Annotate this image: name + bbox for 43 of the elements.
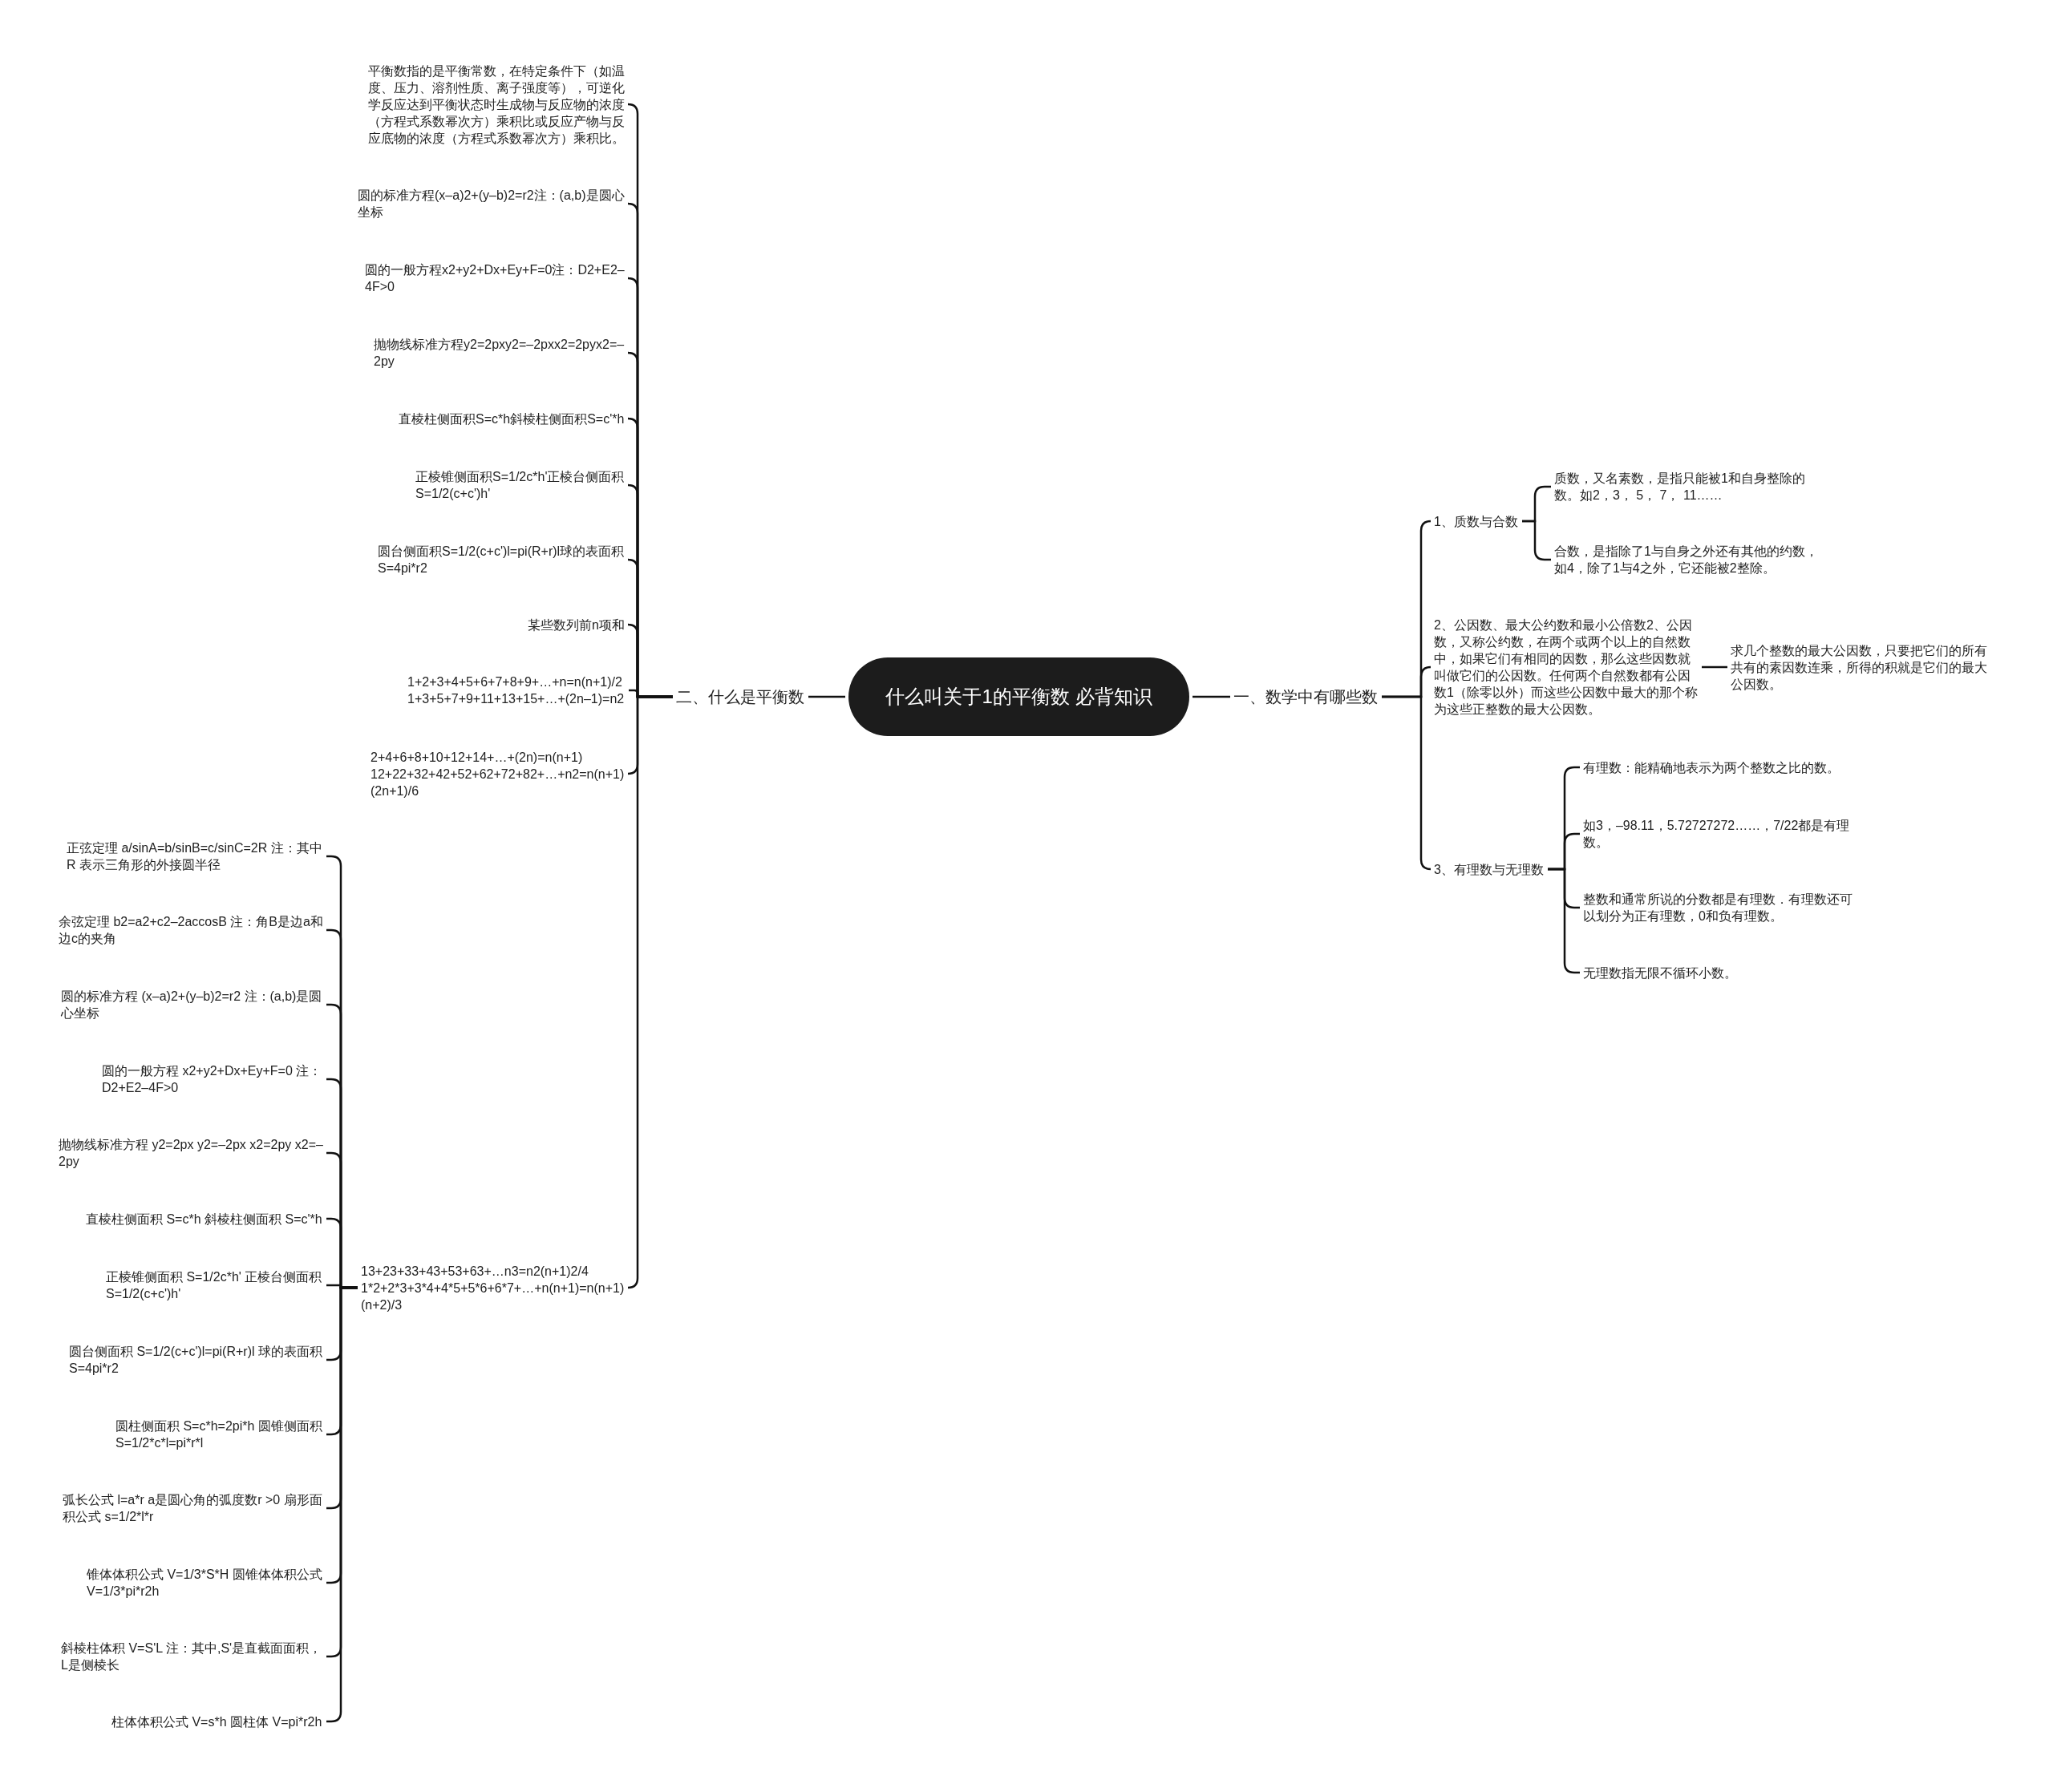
branch-line xyxy=(626,695,673,1289)
topic-text: 锥体体积公式 V=1/3*S*H 圆锥体体积公式 V=1/3*pi*r2h xyxy=(87,1566,323,1600)
topic-text: 抛物线标准方程 y2=2px y2=–2px x2=2py x2=–2py xyxy=(59,1136,323,1170)
branch-line xyxy=(1522,520,1551,561)
topic-text: 正弦定理 a/sinA=b/sinB=c/sinC=2R 注：其中 R 表示三角形的外接圆半径 xyxy=(67,839,323,873)
topic-text: 圆的标准方程 (x–a)2+(y–b)2=r2 注：(a,b)是圆心坐标 xyxy=(61,988,323,1021)
topic-text: 有理数：能精确地表示为两个整数之比的数。 xyxy=(1583,758,1840,776)
topic-text: 某些数列前n项和 xyxy=(528,616,626,633)
topic-text: 圆柱侧面积 S=c*h=2pi*h 圆锥侧面积 S=1/2*c*l=pi*r*l xyxy=(115,1418,323,1451)
topic-text: 如3，–98.11，5.72727272……，7/22都是有理数。 xyxy=(1583,817,1851,851)
branch-line xyxy=(808,695,845,698)
topic-text: 斜棱柱体积 V=S'L 注：其中,S'是直截面面积， L是侧棱长 xyxy=(61,1640,323,1673)
topic-text: 一、数学中有哪些数 xyxy=(1233,686,1379,707)
topic-text: 直棱柱侧面积S=c*h斜棱柱侧面积S=c'*h xyxy=(399,410,626,427)
topic-text: 2+4+6+8+10+12+14+…+(2n)=n(n+1) 12+22+32+42+52+62+72+82+…+n2=n(n+1)(2n+1)/6 xyxy=(371,748,626,799)
topic-text: 圆台侧面积 S=1/2(c+c')l=pi(R+r)l 球的表面积 S=4pi*r2 xyxy=(69,1343,323,1377)
topic-text: 弧长公式 l=a*r a是圆心角的弧度数r >0 扇形面积公式 s=1/2*l*r xyxy=(63,1491,323,1525)
branch-line xyxy=(1382,695,1432,871)
topic-text: 圆的标准方程(x–a)2+(y–b)2=r2注：(a,b)是圆心坐标 xyxy=(358,187,626,220)
branch-line xyxy=(1702,665,1727,669)
topic-text: 3、有理数与无理数 xyxy=(1434,860,1545,878)
branch-line xyxy=(1193,695,1230,698)
topic-text: 直棱柱侧面积 S=c*h 斜棱柱侧面积 S=c'*h xyxy=(86,1210,323,1228)
topic-text: 圆台侧面积S=1/2(c+c')l=pi(R+r)l球的表面积S=4pi*r2 xyxy=(378,543,626,576)
topic-text: 无理数指无限不循环小数。 xyxy=(1583,964,1738,981)
topic-text: 质数，又名素数，是指只能被1和自身整除的数。如2，3， 5， 7， 11…… xyxy=(1554,470,1806,504)
topic-text: 二、什么是平衡数 xyxy=(676,686,805,707)
topic-text: 余弦定理 b2=a2+c2–2accosB 注：角B是边a和边c的夹角 xyxy=(59,913,323,947)
topic-text: 13+23+33+43+53+63+…n3=n2(n+1)2/4 1*2+2*3+3*4+4*5+5*6+6*7+…+n(n+1)=n(n+1)(n+2)/3 xyxy=(361,1262,626,1313)
topic-text: 平衡数指的是平衡常数，在特定条件下（如温度、压力、溶剂性质、离子强度等），可逆化学反应达到平衡状态时生成物与反应物的浓度（方程式系数幂次方）乘积比或反应产物与反应底物的浓度（方程式系数幂次方）乘积比。 xyxy=(368,62,626,147)
topic-text: 柱体体积公式 V=s*h 圆柱体 V=pi*r2h xyxy=(111,1713,323,1730)
topic-text: 整数和通常所说的分数都是有理数．有理数还可以划分为正有理数，0和负有理数。 xyxy=(1583,891,1853,924)
topic-text: 正棱锥侧面积S=1/2c*h'正棱台侧面积S=1/2(c+c')h' xyxy=(415,468,626,502)
topic-text: 求几个整数的最大公因数，只要把它们的所有共有的素因数连乘，所得的积就是它们的最大公因数。 xyxy=(1731,641,1988,693)
topic-text: 圆的一般方程x2+y2+Dx+Ey+F=0注：D2+E2–4F>0 xyxy=(365,261,626,295)
topic-text: 圆的一般方程 x2+y2+Dx+Ey+F=0 注：D2+E2–4F>0 xyxy=(102,1062,323,1096)
topic-text: 正棱锥侧面积 S=1/2c*h' 正棱台侧面积 S=1/2(c+c')h' xyxy=(106,1268,323,1302)
topic-text: 1、质数与合数 xyxy=(1434,512,1519,530)
topic-text: 合数，是指除了1与自身之外还有其他的约数，如4，除了1与4之外，它还能被2整除。 xyxy=(1554,543,1819,576)
topic-text: 2、公因数、最大公约数和最小公倍数2、公因数，又称公约数，在两个或两个以上的自然数中，如果它们有相同的因数，那么这些因数就叫做它们的公因数。任何两个自然数都有公因数1（除零以外）而这些公因数中最大的那个称为这些正整数的最大公因数。 xyxy=(1434,617,1699,718)
topic-text: 抛物线标准方程y2=2pxy2=–2pxx2=2pyx2=–2py xyxy=(374,336,626,370)
central-topic-box: 什么叫关于1的平衡数 必背知识 xyxy=(848,657,1189,736)
topic-text: 1+2+3+4+5+6+7+8+9+…+n=n(n+1)/2 1+3+5+7+9+11+13+15+…+(2n–1)=n2 xyxy=(407,674,626,707)
